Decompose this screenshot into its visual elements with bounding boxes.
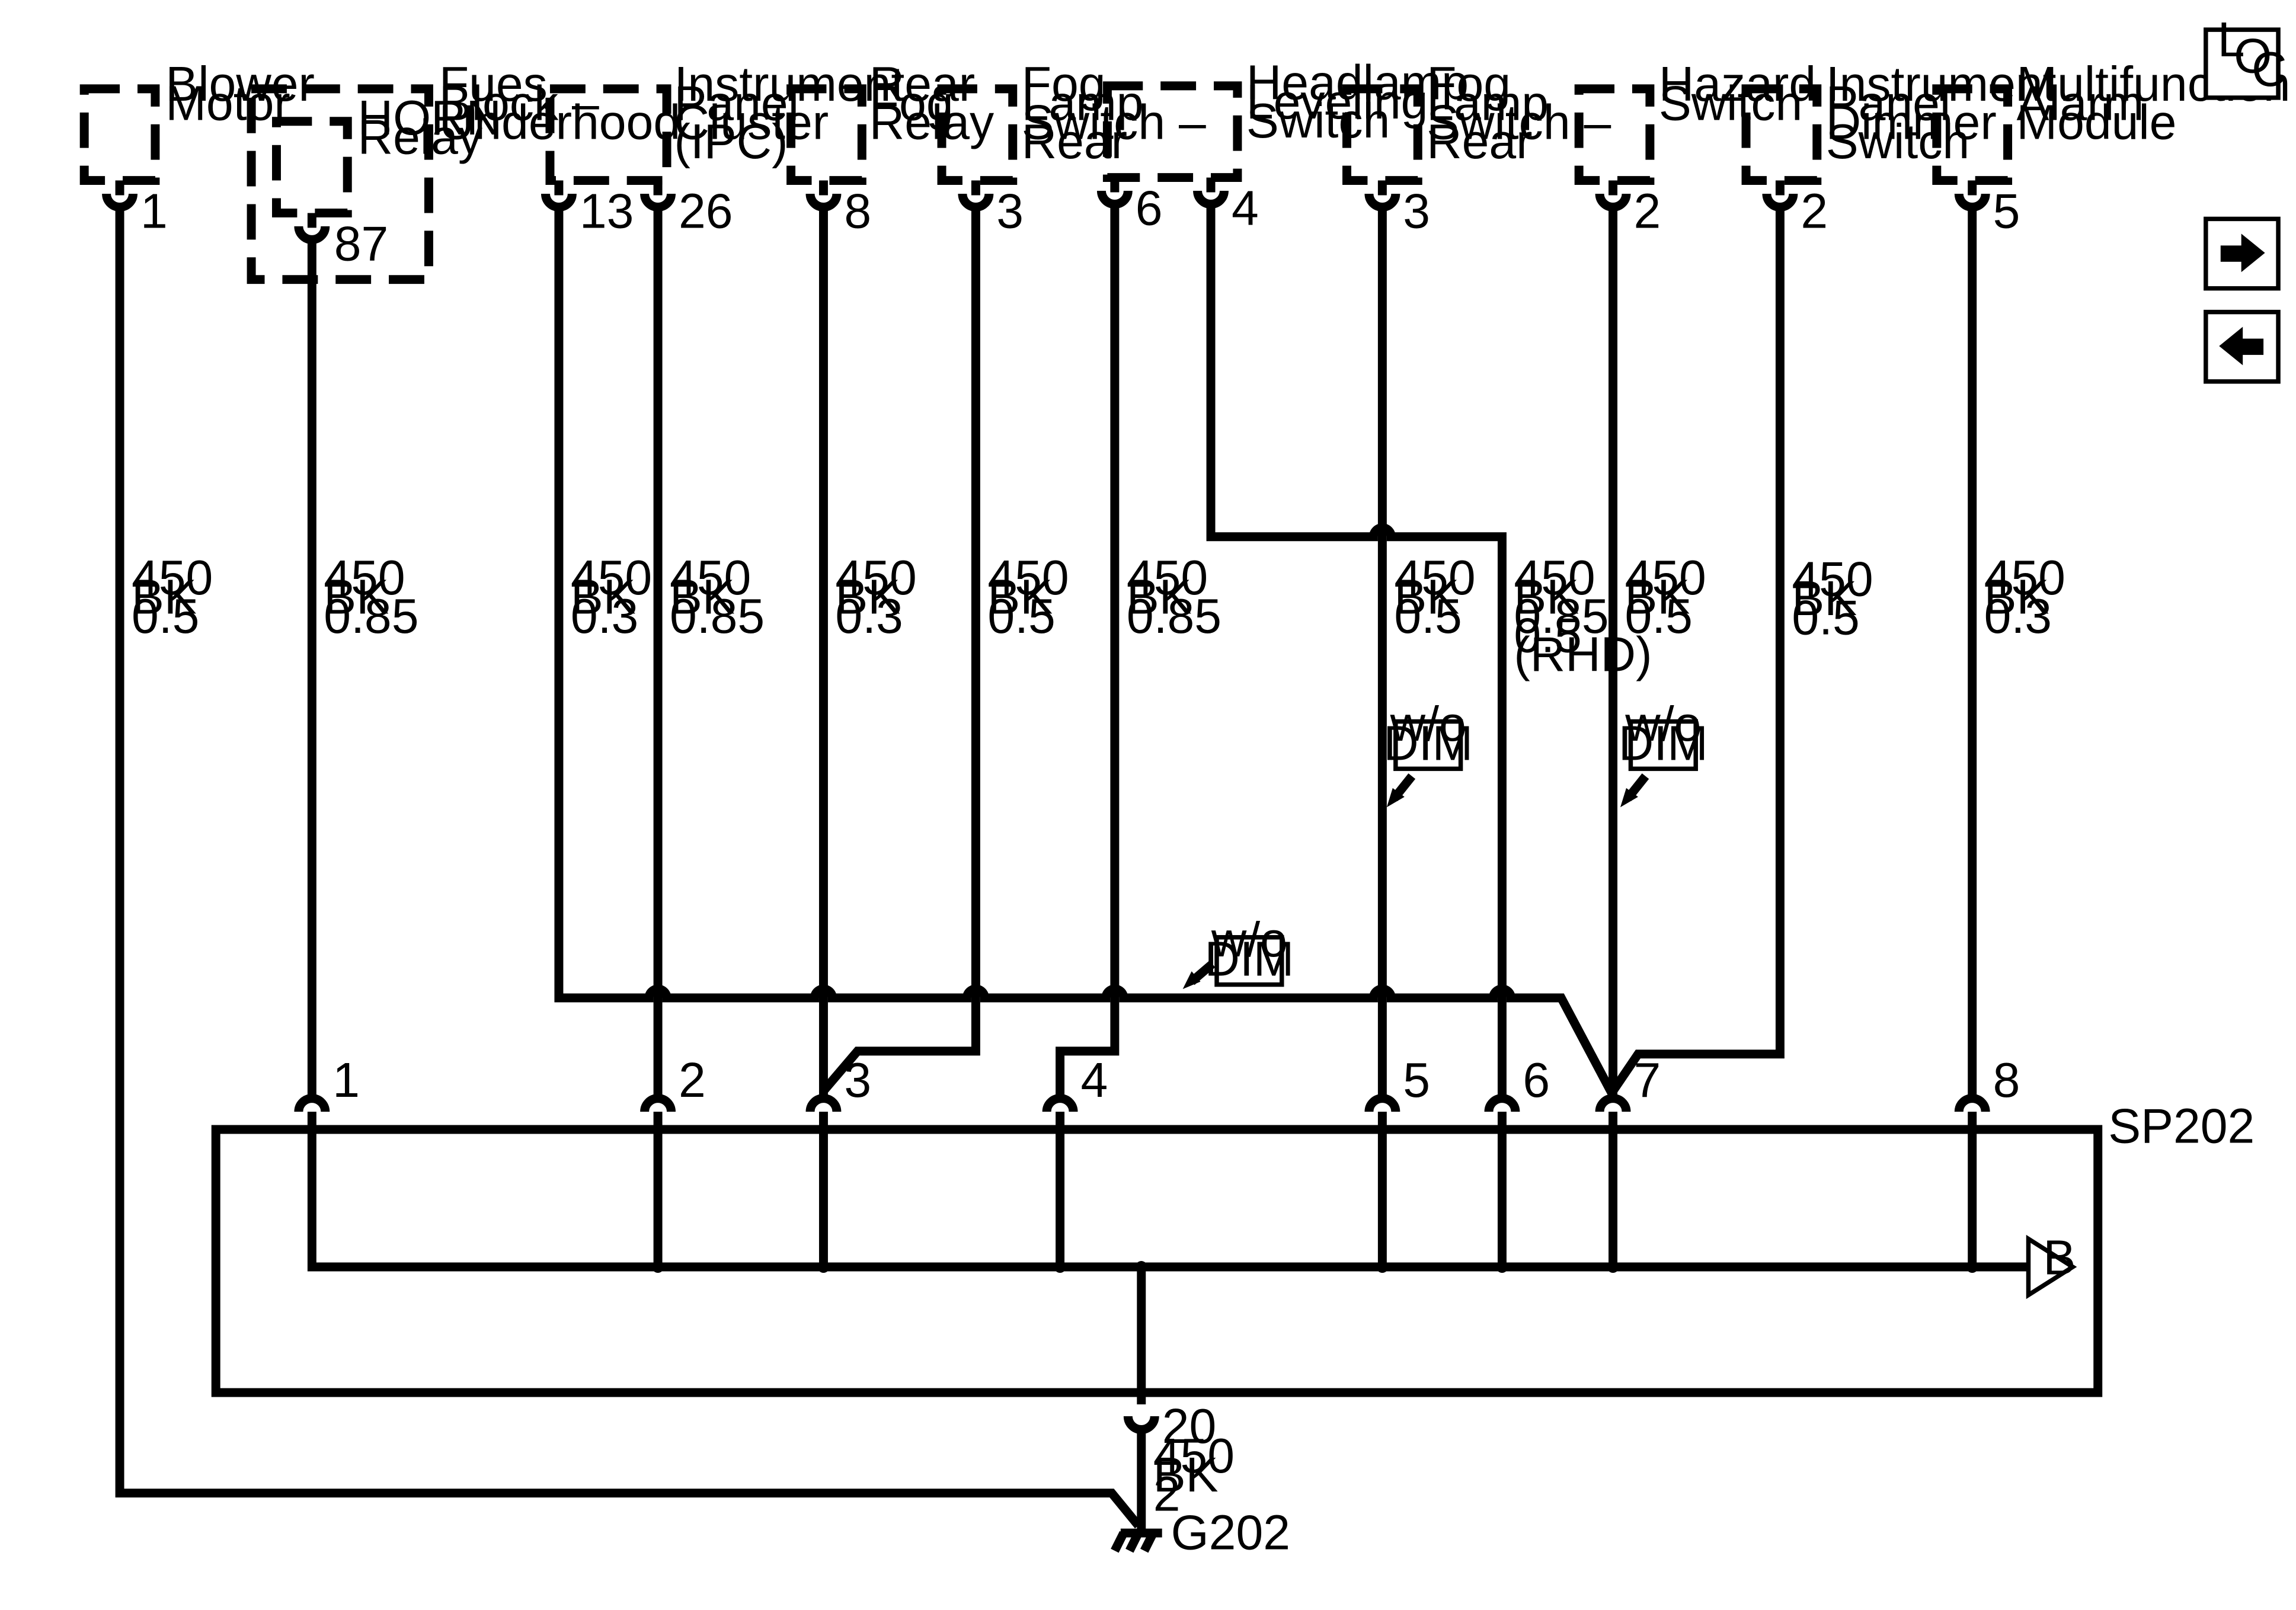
- ipc-box: [545, 84, 671, 185]
- ground-symbol-icon: [1111, 1528, 1162, 1553]
- label-headlamp-leveling-switch: HeadlampLevelingSwitch: [1246, 55, 1469, 148]
- wire-fog-switch-1: [820, 205, 980, 1094]
- wire-label-10: 450BK0.5: [1625, 550, 1706, 644]
- splice-pin-4: 4: [1080, 1053, 1108, 1108]
- option-callouts: [1182, 719, 1698, 990]
- pin-alarm: 5: [1993, 184, 2020, 238]
- splice-pin-5: 5: [1403, 1053, 1430, 1108]
- connector-terminals: [102, 177, 1990, 244]
- pin-dimmer: 2: [1801, 184, 1828, 238]
- label-blower-motor: BlowerMotor: [165, 57, 315, 130]
- loc-letter-l: L: [2218, 12, 2245, 67]
- pin-fog-1: 3: [996, 184, 1024, 238]
- splice-pin-cups: [294, 1094, 1990, 1130]
- wire-label-ground: 450BK2: [1153, 1429, 1235, 1522]
- label-fog-lamp-switch-rear: FogLampSwitch –Rear: [1022, 57, 1206, 169]
- option-wo-dim-2: w/oDIM: [1619, 697, 1708, 770]
- pin-ipc-13: 13: [580, 184, 634, 238]
- arrow-left-icon: [2219, 327, 2264, 366]
- wire-label-2: 450BK0.85: [324, 550, 418, 644]
- splice-pin-3: 3: [844, 1053, 871, 1108]
- continuation-label: B: [2043, 1231, 2076, 1285]
- rear-fog-relay-box: [786, 84, 866, 185]
- diagram-labels: BlowerMotor HORNRelay FuesBlock –Underho…: [132, 55, 2291, 1560]
- loc-button[interactable]: L O C: [2204, 12, 2287, 100]
- label-horn-relay: HORNRelay: [358, 91, 501, 164]
- fog-lamp-switch-rear-box: [937, 84, 1018, 185]
- back-button[interactable]: [2204, 309, 2281, 384]
- wire-dimmer: [1609, 205, 1785, 1094]
- wire-label-8: 450BK0.5: [1394, 550, 1475, 644]
- pin-fog-2: 3: [1403, 184, 1430, 238]
- splice-pin-7: 7: [1633, 1053, 1661, 1108]
- arrow-right-icon: [2220, 233, 2265, 273]
- blower-motor-box: [79, 84, 160, 185]
- continuation-b-icon: [2026, 1234, 2077, 1299]
- pin-headlamp-4: 4: [1232, 181, 1259, 235]
- ip-dimmer-switch-box: [1741, 84, 1822, 185]
- pin-ipc-26: 26: [679, 184, 733, 238]
- wire-blower-ground: [115, 205, 1142, 1529]
- pin-rear-fog: 8: [844, 184, 871, 238]
- splice-pin-6: 6: [1523, 1053, 1550, 1108]
- hazard-switch-box: [1574, 84, 1655, 185]
- wire-label-1: 450BK0.5: [132, 550, 213, 644]
- wire-ipc-13-wo-dim: [554, 205, 1617, 1098]
- splice-pack: [211, 1094, 2103, 1532]
- wire-label-4: 450BK0.85: [670, 550, 765, 644]
- wire-headlamp-6: [1056, 202, 1120, 1100]
- ground-name: G202: [1171, 1505, 1290, 1560]
- forward-button[interactable]: [2204, 216, 2281, 291]
- label-fuse-block: FuesBlock –Underhood: [439, 57, 680, 150]
- label-hazard-switch: HazardSwitch: [1659, 57, 1816, 130]
- fuse-block-box: [247, 84, 433, 284]
- loc-letter-o: O: [2234, 28, 2272, 83]
- loc-letter-c: C: [2252, 42, 2287, 97]
- horn-relay-box: [271, 117, 352, 217]
- alarm-module-box: [1932, 84, 2013, 185]
- wire-label-12: 450BK0.3: [1984, 550, 2065, 644]
- wire-label-11: 450BK0.5: [1792, 552, 1873, 645]
- splice-pin-8: 8: [1993, 1053, 2020, 1108]
- wire-label-6: 450BK0.5: [987, 550, 1069, 644]
- splice-name: SP202: [2108, 1099, 2255, 1153]
- label-rear-fog-relay: RearFogRelay: [869, 57, 994, 150]
- label-ip-dimmer-switch: InstrumentPanelDimmerSwitch: [1826, 57, 2057, 169]
- pin-blower: 1: [140, 184, 168, 238]
- pin-headlamp-6: 6: [1136, 181, 1163, 235]
- option-wo-dim-3: w/oDIM: [1204, 913, 1294, 986]
- headlamp-leveling-switch-box: [1102, 81, 1242, 183]
- wire-label-5: 450BK0.3: [835, 550, 916, 644]
- label-fog-lamp-switch-rear-2: FogLampSwitch –Rear: [1427, 57, 1611, 169]
- pin-horn: 87: [334, 216, 389, 271]
- label-ipc: InstrumentPanelCluster(IPC): [674, 57, 905, 169]
- wire-label-9: 450BK0.850.5(RHD): [1514, 550, 1652, 682]
- splice-pin-1: 1: [332, 1053, 360, 1108]
- wires: [115, 202, 1977, 1529]
- label-alarm-module: MultifunctionAlarmModule: [2017, 57, 2291, 150]
- splice-pin-2: 2: [679, 1053, 706, 1108]
- pin-hazard: 2: [1633, 184, 1661, 238]
- splice-pack-box: [211, 1125, 2103, 1397]
- ground-pin: 20: [1162, 1399, 1217, 1454]
- option-wo-dim-1: w/oDIM: [1383, 697, 1473, 770]
- wire-label-3: 450BK0.3: [571, 550, 652, 644]
- wire-label-7: 450BK0.85: [1127, 550, 1221, 644]
